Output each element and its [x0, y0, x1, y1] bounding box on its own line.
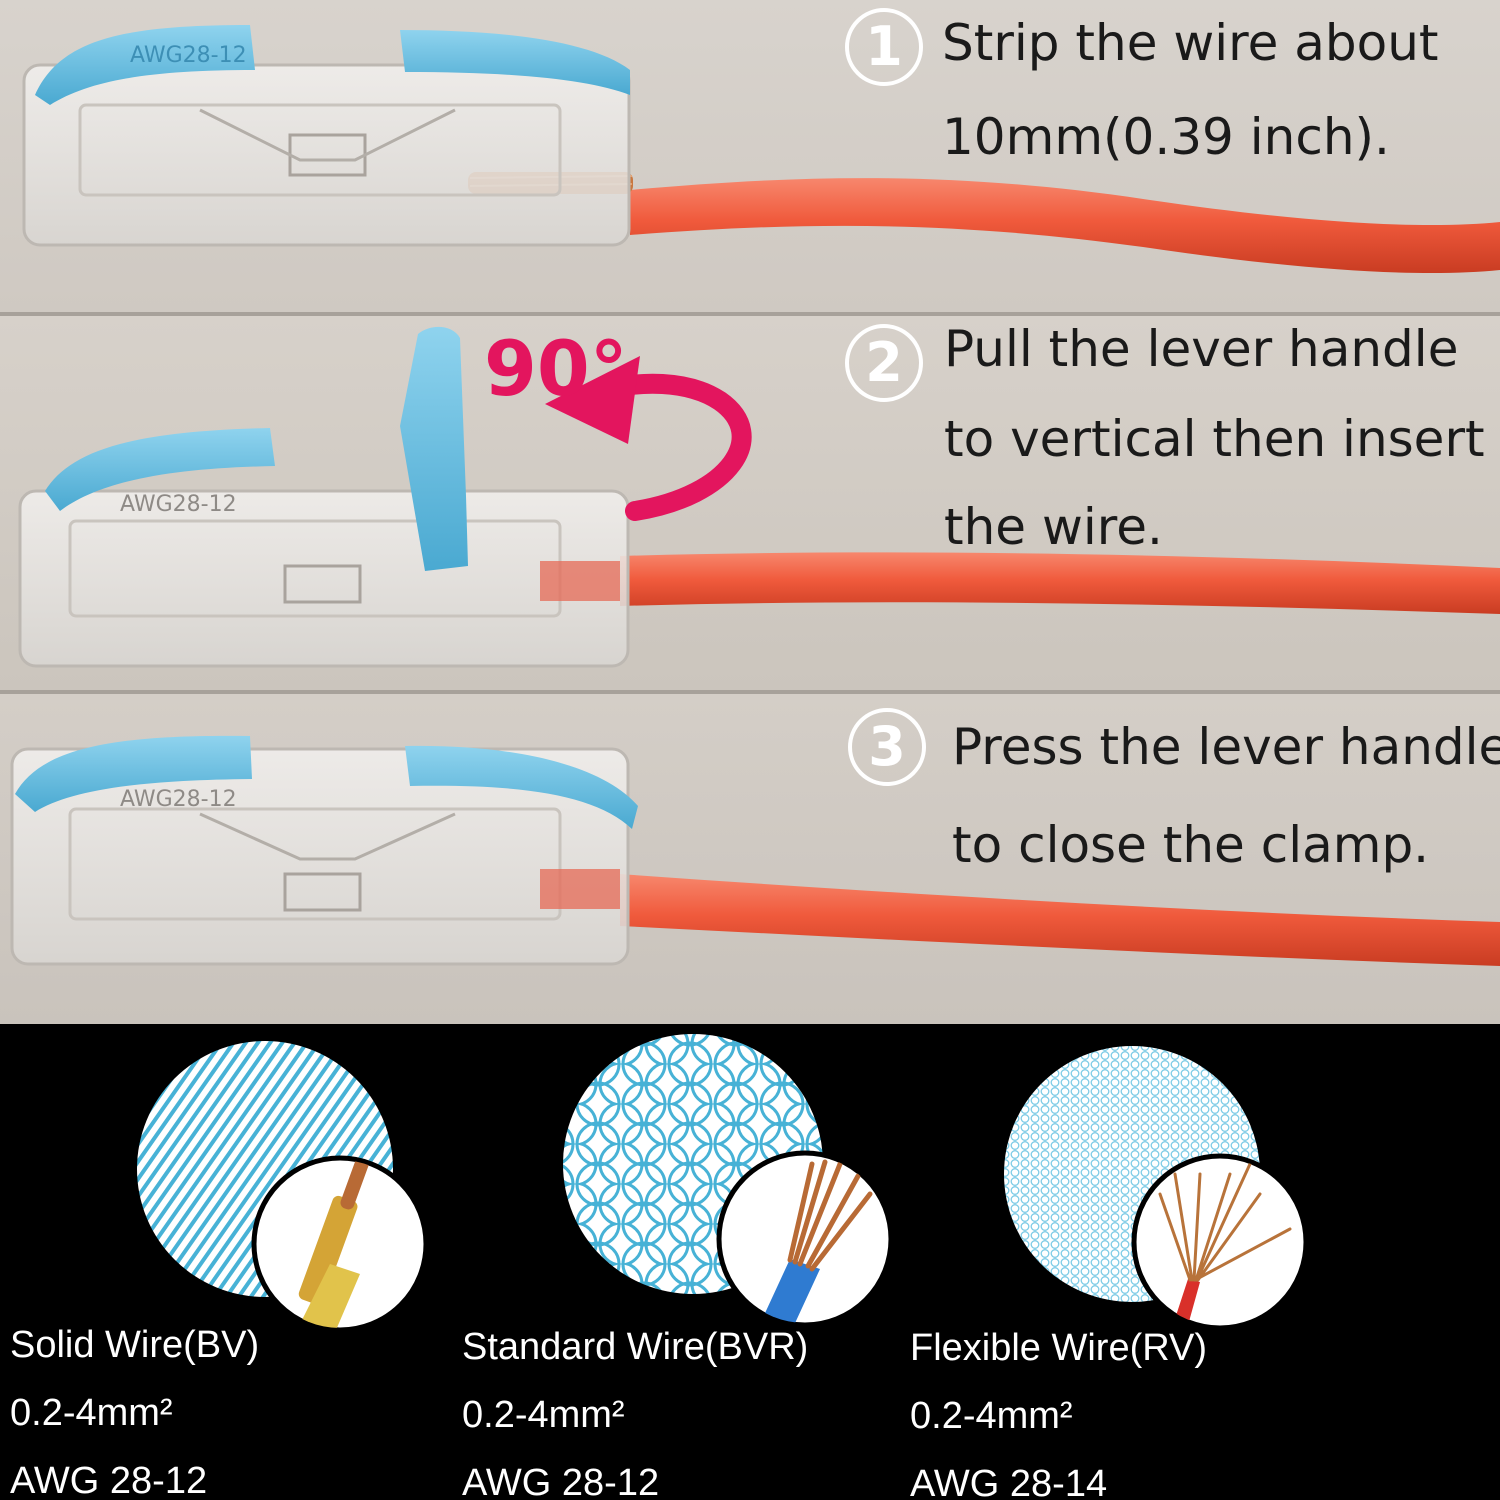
step-3-illustration: AWG28-12	[10, 735, 1500, 966]
wire-type-section: 0.2-4mm²	[910, 1395, 1073, 1437]
divider	[0, 312, 1500, 316]
step-1-panel: AWG28-12	[0, 0, 1500, 312]
left-lever	[45, 428, 275, 511]
step-line: the wire.	[944, 498, 1163, 556]
connector-body	[10, 747, 630, 966]
step-1-text: 1 Strip the wire about 10mm(0.39 inch).	[0, 0, 1500, 312]
wire-type-name: Flexible Wire(RV)	[910, 1327, 1208, 1369]
step-line: 10mm(0.39 inch).	[942, 108, 1390, 166]
step-line: Pull the lever handle	[944, 320, 1459, 378]
connector-marking-1: AWG28-12	[130, 43, 247, 68]
step-2-panel: AWG28-12	[0, 316, 1500, 690]
red-wire	[620, 552, 1500, 614]
arrow-head	[545, 356, 640, 444]
step-number-badge: 2	[845, 324, 923, 402]
red-wire	[620, 874, 1500, 966]
red-wire	[630, 178, 1500, 274]
connector-marking-3: AWG28-12	[120, 787, 237, 812]
step-line: to close the clamp.	[952, 816, 1430, 874]
standard-wire-illustration	[563, 1034, 894, 1328]
step-number-badge: 3	[848, 708, 926, 786]
step-3-text: 3 Press the lever handle to close the cl…	[0, 694, 1500, 1024]
wire-type-name: Solid Wire(BV)	[10, 1324, 260, 1366]
wire-type-awg: AWG 28-14	[910, 1463, 1108, 1500]
flexible-wire-illustration	[1004, 1046, 1309, 1331]
left-lever	[15, 735, 252, 812]
wire-type-awg: AWG 28-12	[462, 1462, 660, 1500]
wire-types-panel: Solid Wire(BV) 0.2-4mm² AWG 28-12 Standa…	[0, 1024, 1500, 1500]
divider	[0, 690, 1500, 694]
left-lever	[35, 25, 255, 105]
right-lever	[400, 30, 630, 95]
step-1-illustration: AWG28-12	[22, 25, 1500, 274]
step-line: Press the lever handle	[952, 718, 1500, 776]
vertical-lever	[400, 326, 468, 571]
connector-marking-2: AWG28-12	[120, 492, 237, 517]
wire-type-illustrations	[137, 1034, 1309, 1333]
step-2-text: 90° 2 Pull the lever handle to vertical …	[0, 316, 1500, 690]
step-line: Strip the wire about	[942, 14, 1439, 72]
step-2-illustration: AWG28-12	[18, 326, 1500, 668]
right-lever	[405, 745, 638, 829]
step-line: to vertical then insert	[944, 410, 1485, 468]
connector-body	[22, 63, 631, 247]
wire-type-name: Standard Wire(BVR)	[462, 1326, 809, 1368]
wire-type-awg: AWG 28-12	[10, 1460, 208, 1500]
wire-type-section: 0.2-4mm²	[10, 1392, 173, 1434]
angle-label: 90°	[484, 324, 628, 413]
connector-body	[18, 489, 630, 668]
solid-wire-illustration	[137, 1041, 429, 1333]
step-number-badge: 1	[845, 8, 923, 86]
step-3-panel: AWG28-12	[0, 694, 1500, 1024]
rotation-arrow	[580, 373, 752, 521]
wire-type-section: 0.2-4mm²	[462, 1394, 625, 1436]
